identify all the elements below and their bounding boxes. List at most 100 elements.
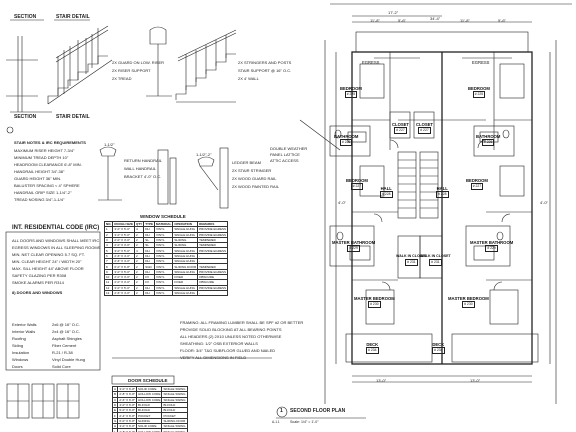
callout-line: DOUBLE WEATHER bbox=[270, 146, 308, 151]
stair-note: 2X GUARD ON LOW. RISER bbox=[112, 60, 165, 65]
window-schedule-cell: SINGLE HUNG bbox=[172, 268, 199, 275]
door-schedule-cell: SINGLE SWING bbox=[161, 423, 188, 430]
room-label-bedroom: BEDROOM# 225 bbox=[468, 86, 490, 98]
window-schedule-cell: SINGLE HUNG bbox=[172, 258, 199, 265]
general-note: FLOOR: 3/4" T&G SUBFLOOR GLUED AND NAILE… bbox=[180, 348, 276, 353]
code-note: MAX. SILL HEIGHT 44" ABOVE FLOOR bbox=[12, 266, 84, 271]
plan-title: SECOND FLOOR PLAN bbox=[290, 408, 346, 414]
rail-note: BRACKET 4'-0" O.C. bbox=[124, 174, 162, 179]
room-label-master-bathroom: MASTER BATHROOM# 229 bbox=[332, 240, 376, 252]
spec-label: Doors bbox=[12, 364, 23, 369]
plan-dimension: 11'-8" bbox=[370, 18, 380, 23]
spec-label: Windows bbox=[12, 357, 29, 362]
window-schedule-cell: SLIDING DOOR bbox=[172, 263, 199, 270]
room-tag: # 226 bbox=[481, 139, 495, 146]
window-schedule-cell: - bbox=[197, 289, 228, 297]
window-schedule-cell: 2'-6" X 4'-0" bbox=[112, 289, 136, 297]
window-schedule-cell: 2 bbox=[134, 289, 145, 297]
railing-dim: 1-1/2"-2" bbox=[196, 152, 212, 157]
window-schedule-cell: VINYL bbox=[154, 289, 174, 297]
stair-note: 2X 4' WALL bbox=[238, 76, 259, 81]
room-label-master-bedroom: MASTER BEDROOM# 230 bbox=[448, 296, 489, 308]
room-label-bedroom: BEDROOM# 227 bbox=[346, 178, 368, 190]
callout-line: PANEL LATTICE bbox=[270, 152, 300, 157]
door-schedule-cell: 6'-0" X 6'-8" bbox=[117, 417, 137, 425]
door-schedule-cell: 3'-0" X 6'-8" bbox=[117, 385, 137, 393]
doors-windows-title: 8) DOORS AND WINDOWS bbox=[12, 290, 63, 295]
door-schedule-cell: 2'-6" X 6'-8" bbox=[117, 396, 137, 403]
rail-note: RETURN HANDRAIL bbox=[124, 158, 163, 163]
stair-requirements-title: STAIR NOTES & IRC REQUIREMENTS bbox=[14, 140, 86, 145]
railing-dim: 1-1/2" bbox=[104, 142, 115, 147]
room-tag: # 227 bbox=[394, 127, 407, 134]
room-tag: # 228 bbox=[436, 191, 449, 198]
room-tag: # 231 bbox=[405, 259, 418, 266]
door-schedule-cell: SINGLE SWING bbox=[161, 428, 188, 432]
room-label-master-bathroom: MASTER BATHROOM# 229 bbox=[470, 240, 514, 252]
room-label-hall: HALL# 228 bbox=[380, 186, 393, 198]
spec-label: Roofing bbox=[12, 336, 26, 341]
general-note: ALL HEADERS (2) 2X10 UNLESS NOTED OTHERW… bbox=[180, 334, 282, 339]
spec-label: Interior Walls bbox=[12, 329, 36, 334]
rail-note: 2X WOOD PAINTED RAIL bbox=[232, 184, 280, 189]
room-tag: # 234 bbox=[366, 347, 379, 354]
stair-detail-label-2: STAIR DETAIL bbox=[56, 114, 90, 120]
room-tag: # 228 bbox=[380, 191, 393, 198]
door-schedule-title: DOOR SCHEDULE bbox=[128, 378, 168, 383]
door-schedule-cell: I bbox=[111, 428, 119, 432]
plan-dimension: 5'-6" bbox=[498, 18, 506, 23]
code-note: SAFETY GLAZING PER R308 bbox=[12, 273, 67, 278]
room-label-egress: EGRESS bbox=[472, 60, 490, 65]
window-schedule-cell: DH bbox=[143, 289, 156, 297]
room-label-deck: DECK# 234 bbox=[366, 342, 379, 354]
room-tag: # 234 bbox=[432, 347, 445, 354]
spec-value: Asphalt Shingles bbox=[52, 336, 82, 341]
plan-dimension: 5'-6" bbox=[398, 18, 406, 23]
stair-detail-label: STAIR DETAIL bbox=[56, 14, 90, 20]
door-schedule-cell: 2'-8" X 6'-8" bbox=[117, 391, 137, 398]
rail-note: WALL HANDRAIL bbox=[124, 166, 156, 171]
plan-dimension: 11'-8" bbox=[460, 18, 470, 23]
plan-number: 1 bbox=[280, 408, 283, 414]
room-tag: # 231 bbox=[429, 259, 442, 266]
window-schedule-cell: PROVIDE EGRESS bbox=[197, 247, 228, 254]
window-schedule-cell: 13 bbox=[103, 289, 114, 297]
spec-label: Siding bbox=[12, 343, 24, 348]
plan-dimension: 13'-0" bbox=[376, 378, 387, 383]
stair-requirement: HANDRAIL GRIP SIZE 1-1/4"-2" bbox=[14, 190, 72, 195]
room-label-bathroom: BATHROOM# 226 bbox=[334, 134, 359, 146]
window-schedule-cell: SINGLE HUNG bbox=[172, 247, 199, 254]
plan-scale: Scale: 1/4" = 1'-0" bbox=[290, 420, 319, 424]
room-label-walk-in-closet: WALK IN CLOSET# 231 bbox=[420, 254, 451, 266]
window-schedule-cell: PROVIDE EGRESS bbox=[197, 268, 228, 275]
room-tag: # 229 bbox=[485, 245, 498, 252]
stair-note: 2X STRINGERS AND POSTS bbox=[238, 60, 292, 65]
code-note: ALL DOORS AND WINDOWS SHALL MEET IRC bbox=[12, 238, 100, 243]
door-schedule-cell: SINGLE SWING bbox=[161, 391, 188, 398]
room-label-walk-in-closet: WALK IN CLOSET# 231 bbox=[396, 254, 427, 266]
room-label-hall: HALL# 228 bbox=[436, 186, 449, 198]
general-note: SHEATHING: 1/2" OSB EXTERIOR WALLS bbox=[180, 341, 258, 346]
room-label-master-bedroom: MASTER BEDROOM# 230 bbox=[354, 296, 395, 308]
plan-dimension: 4'-0" bbox=[338, 200, 346, 205]
room-tag: # 230 bbox=[368, 301, 381, 308]
stair-requirement: BALUSTER SPACING < 4" SPHERE bbox=[14, 183, 80, 188]
window-schedule-cell: PROVIDE EGRESS bbox=[197, 284, 228, 291]
room-label-bedroom: BEDROOM# 225 bbox=[340, 86, 362, 98]
sheet-ref: A-1.1 bbox=[272, 420, 280, 424]
general-note: PROVIDE SOLID BLOCKING AT ALL BEARING PO… bbox=[180, 327, 282, 332]
plan-dimension: 13'-0" bbox=[470, 378, 481, 383]
stair-requirement: MAXIMUM RISER HEIGHT 7-3/4" bbox=[14, 148, 75, 153]
room-label-bathroom: BATHROOM# 226 bbox=[476, 134, 501, 146]
window-schedule-cell: SINGLE HUNG bbox=[172, 252, 199, 260]
overall-dimension: 34'-4" bbox=[430, 16, 441, 21]
